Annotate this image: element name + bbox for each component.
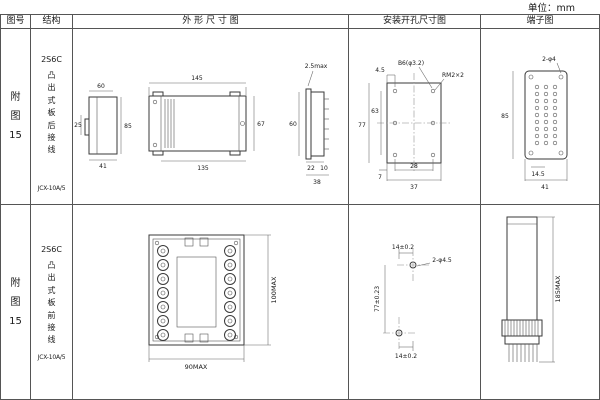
row2-terminal-drawing: 185MAX bbox=[501, 216, 562, 363]
dim-hole-spacing: 77±0.23 bbox=[374, 286, 381, 312]
header-structure: 结构 bbox=[31, 15, 73, 29]
dim-terminal-height: 85 bbox=[501, 113, 509, 120]
dim-board-height: 100MAX bbox=[270, 276, 278, 303]
dim-edge-offset: 4.5 bbox=[375, 67, 385, 74]
front-terminal-board: 100MAX 90MAX bbox=[148, 234, 278, 371]
row1-mounting-cell: 4.5 B6(φ3.2) RM2×2 63 77 7 28 37 bbox=[349, 29, 481, 205]
row1-structure-model-code: 2S6C bbox=[41, 55, 62, 64]
row2-fig-no: 附 图 15 bbox=[1, 205, 31, 399]
dim-offset-bottom-front: 14±0.2 bbox=[395, 353, 417, 360]
dim-offset-top: 14±0.2 bbox=[392, 244, 414, 251]
row2-outline-drawing: 100MAX 90MAX bbox=[148, 234, 278, 371]
dim-board-width: 90MAX bbox=[185, 363, 208, 371]
dim-holes-label: B6(φ3.2) bbox=[398, 60, 424, 67]
dim-width-outer: 37 bbox=[410, 184, 418, 191]
dim-offset-bottom: 7 bbox=[378, 174, 382, 181]
mounting-hole-view-front: 14±0.2 2-φ4.5 77±0.23 14±0.2 bbox=[374, 244, 452, 360]
row2-mounting-cell: 14±0.2 2-φ4.5 77±0.23 14±0.2 bbox=[349, 205, 481, 399]
dim-width-inner: 28 bbox=[410, 163, 418, 170]
dim-screws-label: RM2×2 bbox=[442, 72, 464, 79]
row1-fig-no: 附 图 15 bbox=[1, 29, 31, 205]
rear-view: 60 25 85 41 bbox=[74, 83, 132, 170]
row1-structure-desc: 凸 出 式 板 后 接 线 bbox=[47, 71, 56, 155]
dim-rear-notch: 25 bbox=[74, 122, 82, 129]
row2-mounting-drawing: 14±0.2 2-φ4.5 77±0.23 14±0.2 bbox=[374, 244, 452, 360]
dim-front-height: 67 bbox=[257, 121, 265, 128]
row1-outline-cell: 60 25 85 41 bbox=[73, 29, 349, 205]
row1-relay-model: JCX-10A/5 bbox=[37, 185, 66, 192]
dim-side-depth2: 10 bbox=[320, 165, 328, 172]
dim-rear-depth: 41 bbox=[99, 163, 107, 170]
row2-structure: 2S6C 凸 出 式 板 前 接 线 JCX-10A/5 bbox=[31, 205, 73, 399]
dim-panel-thickness: 2.5max bbox=[305, 63, 328, 70]
row2-structure-model-code: 2S6C bbox=[41, 245, 62, 254]
mounting-hole-view: 4.5 B6(φ3.2) RM2×2 63 77 7 28 37 bbox=[358, 60, 464, 191]
header-outline: 外 形 尺 寸 图 bbox=[73, 15, 349, 29]
dim-rear-height: 85 bbox=[124, 123, 132, 130]
row2-relay-model: JCX-10A/5 bbox=[37, 354, 66, 361]
dim-side-height: 60 bbox=[289, 121, 297, 128]
dim-rear-width: 60 bbox=[97, 83, 105, 90]
screw-terminals-left bbox=[157, 245, 169, 341]
base-hatch bbox=[504, 320, 539, 336]
dim-height-outer: 77 bbox=[358, 122, 366, 129]
row1-structure: 2S6C 凸 出 式 板 后 接 线 JCX-10A/5 bbox=[31, 29, 73, 205]
dim-height-inner: 63 bbox=[371, 108, 379, 115]
dim-holes-label-front: 2-φ4.5 bbox=[432, 257, 452, 264]
row1-terminal-drawing: 2-φ4 85 14.5 41 bbox=[501, 56, 568, 191]
row1-mounting-drawing: 4.5 B6(φ3.2) RM2×2 63 77 7 28 37 bbox=[358, 60, 464, 191]
terminal-pins bbox=[534, 84, 558, 146]
row2-outline-cell: 100MAX 90MAX bbox=[73, 205, 349, 399]
side-view: 2.5max 60 22 10 38 bbox=[289, 63, 329, 186]
screw-terminals-right bbox=[224, 245, 236, 341]
row2-structure-desc: 凸 出 式 板 前 接 线 bbox=[47, 261, 56, 345]
dim-terminal-holes: 2-φ4 bbox=[542, 56, 556, 63]
row2-terminal-cell: 185MAX bbox=[481, 205, 599, 399]
row1-outline-drawing: 60 25 85 41 bbox=[74, 63, 329, 186]
dim-overall-height: 185MAX bbox=[554, 275, 562, 302]
dim-front-width: 145 bbox=[191, 75, 203, 82]
header-terminal: 端子图 bbox=[481, 15, 599, 29]
spec-table: 图号 结构 外 形 尺 寸 图 安装开孔尺寸图 端子图 附 图 15 2S6C … bbox=[0, 14, 600, 400]
dim-terminal-width: 41 bbox=[541, 184, 549, 191]
dim-front-body-width: 135 bbox=[197, 165, 209, 172]
dim-side-total: 38 bbox=[313, 179, 321, 186]
row1-terminal-cell: 2-φ4 85 14.5 41 bbox=[481, 29, 599, 205]
terminal-pins-side bbox=[508, 344, 538, 362]
relay-side-silhouette: 185MAX bbox=[501, 216, 562, 363]
dim-terminal-pitch: 14.5 bbox=[531, 171, 545, 178]
dim-side-depth1: 22 bbox=[307, 165, 315, 172]
header-fig-no: 图号 bbox=[1, 15, 31, 29]
header-mounting: 安装开孔尺寸图 bbox=[349, 15, 481, 29]
front-view: 145 135 67 bbox=[148, 75, 265, 172]
terminal-board-view: 2-φ4 85 14.5 41 bbox=[501, 56, 568, 191]
